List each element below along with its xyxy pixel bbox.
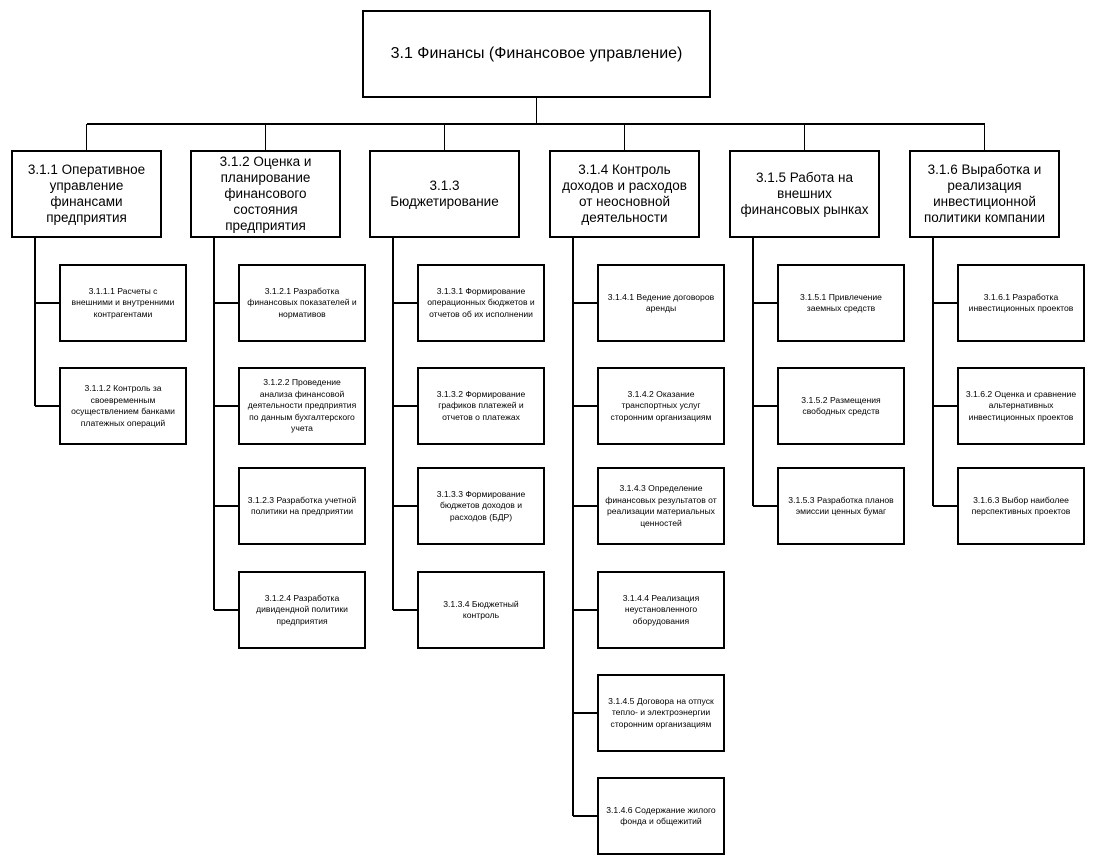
category-title: 3.1.3 Бюджетирование <box>390 178 499 209</box>
task-node: 3.1.3.1 Формирование операционных бюджет… <box>417 264 545 342</box>
task-node: 3.1.4.1 Ведение договоров аренды <box>597 264 725 342</box>
root-stem-line <box>535 98 538 124</box>
task-label: 3.1.2.2 Проведение анализа финансовой де… <box>247 377 357 434</box>
task-trunk-line <box>752 238 754 506</box>
task-branch-line <box>933 505 957 507</box>
task-branch-line <box>214 302 238 304</box>
task-branch-line <box>393 405 417 407</box>
task-label: 3.1.1.1 Расчеты с внешними и внутренними… <box>71 285 175 319</box>
task-trunk-line <box>34 238 36 406</box>
category-title: 3.1.6 Выработка и реализация инвестицион… <box>923 162 1046 225</box>
task-trunk-line <box>572 238 574 816</box>
task-label: 3.1.4.3 Определение финансовых результат… <box>605 483 717 528</box>
task-label: 3.1.1.2 Контроль за своевременным осущес… <box>71 383 175 428</box>
task-branch-line <box>393 302 417 304</box>
category-node: 3.1.6 Выработка и реализация инвестицион… <box>909 150 1060 238</box>
task-branch-line <box>573 815 597 817</box>
task-node: 3.1.3.4 Бюджетный контроль <box>417 571 545 649</box>
task-branch-line <box>753 405 777 407</box>
task-branch-line <box>393 609 417 611</box>
task-label: 3.1.5.1 Привлечение заемных средств <box>800 291 882 314</box>
task-label: 3.1.5.2 Размещения свободных средств <box>801 394 881 417</box>
category-drop-line <box>983 124 986 150</box>
task-branch-line <box>753 505 777 507</box>
task-node: 3.1.2.3 Разработка учетной политики на п… <box>238 467 366 545</box>
category-node: 3.1.3 Бюджетирование <box>369 150 520 238</box>
task-node: 3.1.4.5 Договора на отпуск тепло- и элек… <box>597 674 725 752</box>
category-node: 3.1.4 Контроль доходов и расходов от нео… <box>549 150 700 238</box>
task-trunk-line <box>392 238 394 610</box>
task-node: 3.1.6.1 Разработка инвестиционных проект… <box>957 264 1085 342</box>
task-trunk-line <box>213 238 215 610</box>
task-node: 3.1.5.2 Размещения свободных средств <box>777 367 905 445</box>
task-node: 3.1.5.3 Разработка планов эмиссии ценных… <box>777 467 905 545</box>
task-label: 3.1.4.2 Оказание транспортных услуг стор… <box>610 388 712 422</box>
task-branch-line <box>753 302 777 304</box>
task-branch-line <box>35 302 59 304</box>
task-node: 3.1.4.4 Реализация неустановленного обор… <box>597 571 725 649</box>
task-branch-line <box>35 405 59 407</box>
task-label: 3.1.4.1 Ведение договоров аренды <box>607 291 715 314</box>
task-node: 3.1.4.3 Определение финансовых результат… <box>597 467 725 545</box>
task-node: 3.1.4.2 Оказание транспортных услуг стор… <box>597 367 725 445</box>
category-node: 3.1.1 Оперативное управление финансами п… <box>11 150 162 238</box>
task-node: 3.1.1.1 Расчеты с внешними и внутренними… <box>59 264 187 342</box>
category-drop-line <box>623 124 626 150</box>
task-node: 3.1.3.3 Формирование бюджетов доходов и … <box>417 467 545 545</box>
task-branch-line <box>214 609 238 611</box>
task-node: 3.1.2.1 Разработка финансовых показателе… <box>238 264 366 342</box>
root-node: 3.1 Финансы (Финансовое управление) <box>362 10 711 98</box>
task-branch-line <box>573 302 597 304</box>
task-label: 3.1.6.1 Разработка инвестиционных проект… <box>968 291 1074 314</box>
task-node: 3.1.6.2 Оценка и сравнение альтернативны… <box>957 367 1085 445</box>
task-label: 3.1.2.4 Разработка дивидендной политики … <box>256 592 348 626</box>
task-label: 3.1.2.1 Разработка финансовых показателе… <box>247 285 357 319</box>
task-label: 3.1.4.6 Содержание жилого фонда и общежи… <box>606 804 716 827</box>
task-label: 3.1.5.3 Разработка планов эмиссии ценных… <box>788 494 894 517</box>
task-branch-line <box>933 405 957 407</box>
task-node: 3.1.5.1 Привлечение заемных средств <box>777 264 905 342</box>
task-branch-line <box>214 505 238 507</box>
category-node: 3.1.5 Работа на внешних финансовых рынка… <box>729 150 880 238</box>
task-label: 3.1.2.3 Разработка учетной политики на п… <box>247 494 357 517</box>
category-title: 3.1.1 Оперативное управление финансами п… <box>27 162 146 225</box>
root-title: 3.1 Финансы (Финансовое управление) <box>390 45 683 62</box>
task-label: 3.1.4.4 Реализация неустановленного обор… <box>622 592 700 626</box>
task-label: 3.1.4.5 Договора на отпуск тепло- и элек… <box>608 695 714 729</box>
task-branch-line <box>573 505 597 507</box>
task-branch-line <box>573 609 597 611</box>
category-bus-line <box>86 123 985 125</box>
task-label: 3.1.3.4 Бюджетный контроль <box>443 598 519 621</box>
task-branch-line <box>573 712 597 714</box>
category-node: 3.1.2 Оценка и планирование финансового … <box>190 150 341 238</box>
task-label: 3.1.3.1 Формирование операционных бюджет… <box>427 285 535 319</box>
category-title: 3.1.4 Контроль доходов и расходов от нео… <box>562 162 687 225</box>
task-label: 3.1.3.3 Формирование бюджетов доходов и … <box>436 488 526 522</box>
task-label: 3.1.6.3 Выбор наиболее перспективных про… <box>971 494 1071 517</box>
task-branch-line <box>573 405 597 407</box>
task-branch-line <box>393 505 417 507</box>
category-drop-line <box>85 124 88 150</box>
task-node: 3.1.1.2 Контроль за своевременным осущес… <box>59 367 187 445</box>
task-node: 3.1.3.2 Формирование графиков платежей и… <box>417 367 545 445</box>
category-title: 3.1.5 Работа на внешних финансовых рынка… <box>740 170 869 217</box>
category-title: 3.1.2 Оценка и планирование финансового … <box>219 154 312 233</box>
task-branch-line <box>214 405 238 407</box>
task-branch-line <box>933 302 957 304</box>
category-drop-line <box>803 124 806 150</box>
category-drop-line <box>264 124 267 150</box>
category-drop-line <box>443 124 446 150</box>
task-label: 3.1.6.2 Оценка и сравнение альтернативны… <box>965 388 1077 422</box>
task-node: 3.1.2.2 Проведение анализа финансовой де… <box>238 367 366 445</box>
task-trunk-line <box>932 238 934 506</box>
task-node: 3.1.4.6 Содержание жилого фонда и общежи… <box>597 777 725 855</box>
task-node: 3.1.2.4 Разработка дивидендной политики … <box>238 571 366 649</box>
task-node: 3.1.6.3 Выбор наиболее перспективных про… <box>957 467 1085 545</box>
task-label: 3.1.3.2 Формирование графиков платежей и… <box>436 388 526 422</box>
